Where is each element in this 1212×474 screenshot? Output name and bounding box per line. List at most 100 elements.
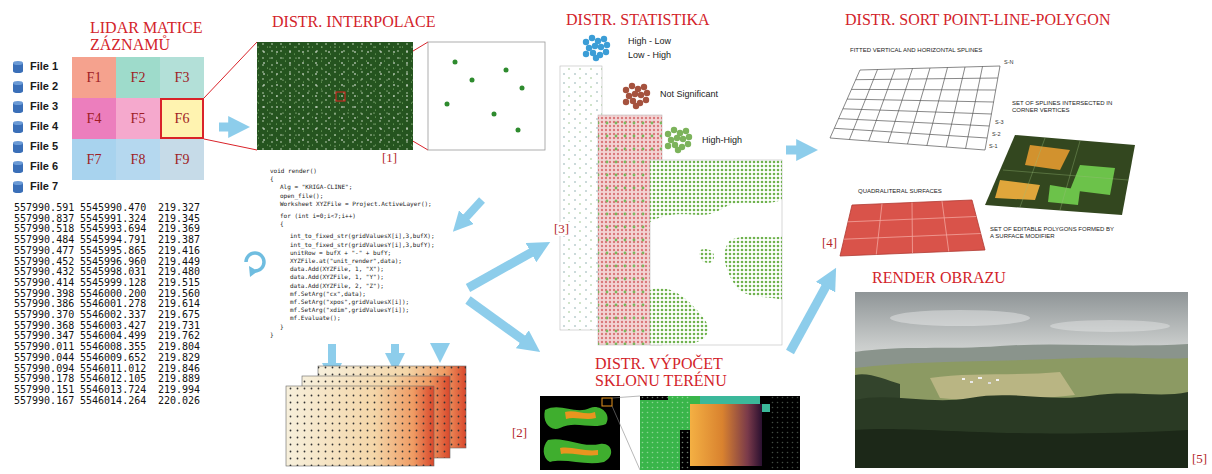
legend-dot: [632, 91, 638, 97]
table-cell: 557990.837: [14, 214, 74, 224]
file-icons: [13, 169, 23, 173]
code-line: open_file();: [280, 193, 323, 199]
legend-swatch: [580, 34, 614, 62]
table-cell: 219.345: [158, 214, 200, 224]
statistics-maps: [699, 249, 714, 263]
table-cell: 219.560: [158, 289, 200, 299]
legend-dot: [586, 45, 592, 51]
file-icons: [13, 161, 23, 165]
code-line: mf.SetArg("xdim",gridValuesY[i]);: [290, 307, 409, 313]
slope-maps: [690, 404, 762, 466]
point-cloud: [257, 42, 413, 150]
table-cell: 219.829: [158, 353, 200, 363]
loop-icon: [249, 266, 258, 277]
slope-maps: [612, 406, 640, 470]
file-icons: [13, 149, 23, 153]
table-cell: 5546009.652: [80, 353, 146, 363]
code-line: int_to_fixed_str(gridValuesY[i],3,bufY);: [290, 242, 435, 248]
code-line: {: [280, 221, 284, 227]
file-name: File 7: [30, 180, 58, 192]
file-icons: [13, 129, 23, 133]
zoom-detail: [445, 102, 450, 107]
table-cell: 5546002.337: [80, 310, 146, 320]
legend-dot: [638, 92, 644, 98]
table-cell: 5545994.791: [80, 235, 146, 245]
tile-label: F4: [87, 111, 102, 126]
flow-arrow: [786, 146, 805, 155]
spline-wireframe: [839, 119, 990, 126]
tile-cell: F6: [160, 98, 204, 139]
legend-label: Not Significant: [660, 90, 718, 100]
tile-cell: F1: [72, 57, 116, 98]
quad-surface: [840, 200, 985, 256]
process-arrows: [391, 344, 399, 361]
table-cell: 5545990.470: [80, 203, 146, 213]
table-cell: 5545998.031: [80, 267, 146, 277]
spline-wireframe: [830, 66, 1000, 150]
table-cell: 5546013.724: [80, 385, 146, 395]
landscape-photo: [855, 429, 1188, 468]
table-cell: 5546003.427: [80, 321, 146, 331]
tile-label: F2: [131, 70, 146, 85]
legend-dot: [685, 141, 691, 147]
legend-dot: [665, 131, 671, 137]
tile-cell: F4: [72, 98, 116, 139]
table-cell: 557990.370: [14, 310, 74, 320]
code-line: Alg = "KRIGA-CLINE";: [280, 184, 352, 190]
tile-label: F9: [175, 152, 190, 167]
table-cell: 5546014.264: [80, 396, 146, 406]
statistics-maps: [725, 236, 782, 300]
spline-wireframe: [985, 66, 1000, 150]
table-cell: 557990.484: [14, 235, 74, 245]
slope-maps: [640, 396, 800, 470]
table-cell: 219.614: [158, 299, 200, 309]
slope-maps: [602, 398, 612, 406]
table-cell: 219.804: [158, 342, 200, 352]
file-icons: [13, 61, 23, 73]
legend-dot: [633, 103, 639, 109]
code-line: for (int i=0;i<7;i++): [280, 213, 356, 219]
figure-note: FITTED VERTICAL AND HORIZONTAL SPLINES: [850, 47, 982, 54]
code-line: void render(): [270, 168, 317, 174]
quad-surface: [876, 204, 882, 255]
quad-surface: [942, 201, 949, 251]
spline-index: S-2: [992, 131, 1001, 137]
slope-maps: [565, 411, 596, 419]
table-cell: 5546008.355: [80, 342, 146, 352]
code-line: data.Add(XYZFile, 1, "Y");: [290, 274, 384, 280]
interpolated-grids: [286, 366, 466, 466]
spline-wireframe: [966, 67, 983, 149]
quad-surface: [912, 203, 914, 254]
slope-maps: [770, 396, 800, 470]
statistics-maps: [560, 66, 602, 330]
flow-arrow: [219, 123, 237, 132]
tile-cell: F9: [160, 139, 204, 180]
spline-index: S-N: [1004, 59, 1013, 65]
flow-arrow: [468, 300, 529, 344]
flow-arrow: [790, 279, 830, 352]
legend-dot: [589, 35, 595, 41]
file-icons: [13, 141, 23, 153]
landscape-photo: [978, 377, 982, 379]
stage-heading: DISTR. SORT POINT-LINE-POLYGON: [845, 12, 1110, 29]
landscape-photo: [890, 310, 1030, 326]
landscape-photo: [855, 392, 1188, 468]
slope-maps: [544, 407, 607, 429]
statistics-maps: [560, 66, 782, 345]
slope-maps: [560, 448, 598, 456]
tile-label: F1: [87, 70, 102, 85]
legend-dot: [604, 42, 610, 48]
file-icons: [13, 121, 23, 133]
table-cell: 220.026: [158, 396, 200, 406]
table-cell: 557990.044: [14, 353, 74, 363]
spline-index: S-3: [995, 119, 1004, 125]
file-icons: [13, 61, 23, 193]
terrain-surface: [1003, 170, 1128, 180]
zoom-detail: [520, 86, 525, 91]
landscape-photo: [970, 381, 973, 383]
statistics-maps: [650, 160, 782, 345]
figure-note: SET OF EDITABLE POLYGONS FORMED BY A SUR…: [990, 226, 1115, 239]
file-icons: [13, 141, 23, 145]
slope-maps: [540, 396, 620, 470]
table-cell: 557990.591: [14, 203, 74, 213]
